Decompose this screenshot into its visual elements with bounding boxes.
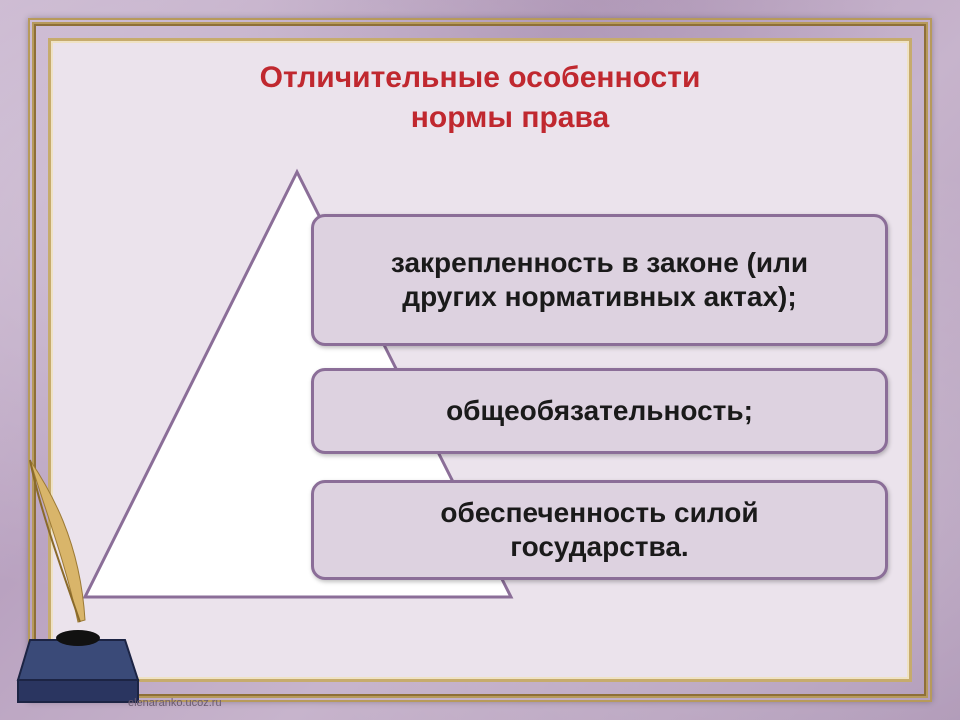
title-line-2: нормы права — [410, 101, 610, 134]
footer-watermark: elenaranko.ucoz.ru — [128, 697, 222, 709]
slide-title: Отличительные особенности нормы права — [0, 58, 960, 138]
decorative-frame-outer — [28, 18, 932, 702]
feature-text-obligatory: общеобязательность; — [446, 395, 753, 426]
feature-box-obligatory: общеобязательность; — [311, 368, 888, 454]
feature-box-state-force: обеспеченность силой государства. — [311, 480, 888, 580]
quill-and-inkwell-icon — [16, 459, 140, 703]
title-line-1: Отличительные особенности — [259, 61, 701, 94]
feature-text-law: закрепленность в законе (или других норм… — [390, 247, 809, 312]
feature-text-state-force: обеспеченность силой государства. — [440, 497, 759, 562]
feature-box-law: закрепленность в законе (или других норм… — [311, 214, 888, 346]
